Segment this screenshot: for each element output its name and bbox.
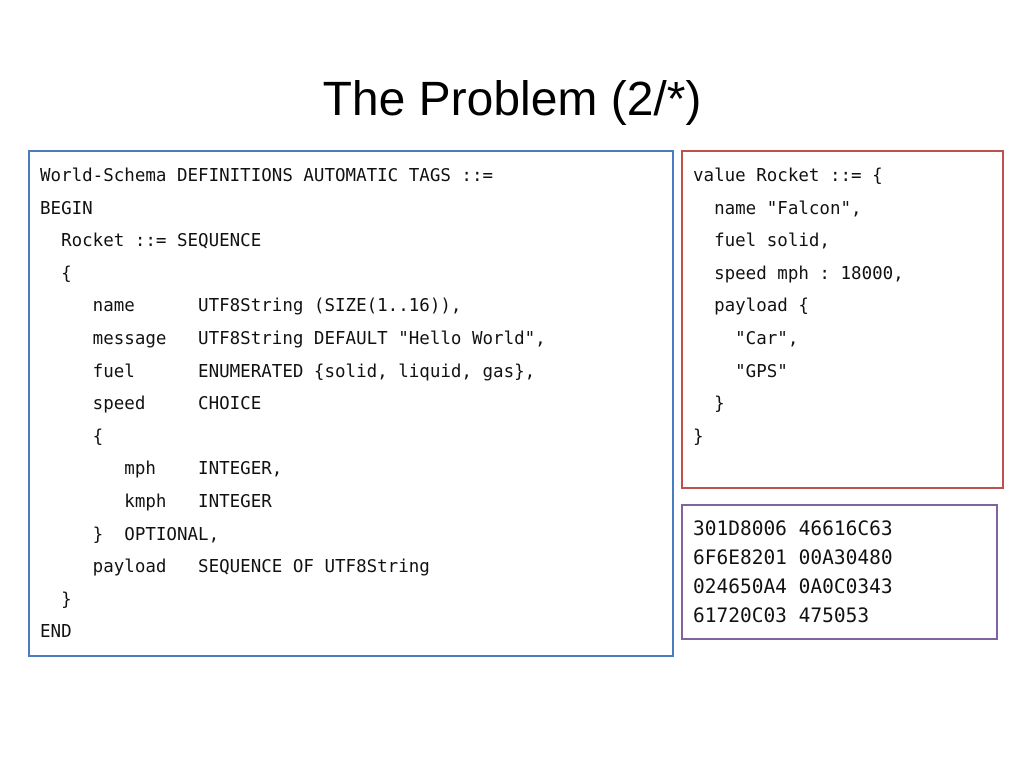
value-code-line: speed mph : 18000, xyxy=(693,263,904,284)
value-code-line: name "Falcon", xyxy=(693,198,862,219)
hex-line: 61720C03 475053 xyxy=(693,604,870,627)
schema-code-line: fuel ENUMERATED {solid, liquid, gas}, xyxy=(40,361,536,382)
value-code-line: "GPS" xyxy=(693,361,788,382)
schema-code-line: } xyxy=(40,589,72,610)
schema-code-line: message UTF8String DEFAULT "Hello World"… xyxy=(40,328,546,349)
value-code-line: value Rocket ::= { xyxy=(693,166,883,186)
schema-code-line: speed CHOICE xyxy=(40,394,262,415)
schema-code-line: BEGIN xyxy=(40,198,93,219)
schema-code-line: kmph INTEGER xyxy=(40,491,272,512)
schema-code-line: } OPTIONAL, xyxy=(40,524,220,545)
slide-title: The Problem (2/*) xyxy=(322,73,702,126)
value-code-line: fuel solid, xyxy=(693,231,830,252)
value-code-line: } xyxy=(693,426,704,447)
value-code-line: payload { xyxy=(693,296,809,317)
schema-code-line: mph INTEGER, xyxy=(40,459,283,480)
schema-code-line: { xyxy=(40,426,104,447)
schema-code-line: END xyxy=(40,622,72,643)
schema-code-box: World-Schema DEFINITIONS AUTOMATIC TAGS … xyxy=(28,150,674,657)
schema-code-line: payload SEQUENCE OF UTF8String xyxy=(40,557,430,578)
value-code-line: } xyxy=(693,394,725,415)
value-code-line: "Car", xyxy=(693,328,799,349)
hex-encoding-box: 301D8006 46616C63 6F6E8201 00A30480 0246… xyxy=(681,504,998,640)
schema-code-line: { xyxy=(40,263,72,284)
schema-code-line: World-Schema DEFINITIONS AUTOMATIC TAGS … xyxy=(40,166,494,186)
hex-line: 024650A4 0A0C0343 xyxy=(693,575,893,598)
schema-code-line: Rocket ::= SEQUENCE xyxy=(40,231,262,252)
value-code-box: value Rocket ::= { name "Falcon", fuel s… xyxy=(681,150,1004,489)
hex-line: 301D8006 46616C63 xyxy=(693,517,893,540)
schema-code-line: name UTF8String (SIZE(1..16)), xyxy=(40,296,462,317)
hex-line: 6F6E8201 00A30480 xyxy=(693,546,893,569)
